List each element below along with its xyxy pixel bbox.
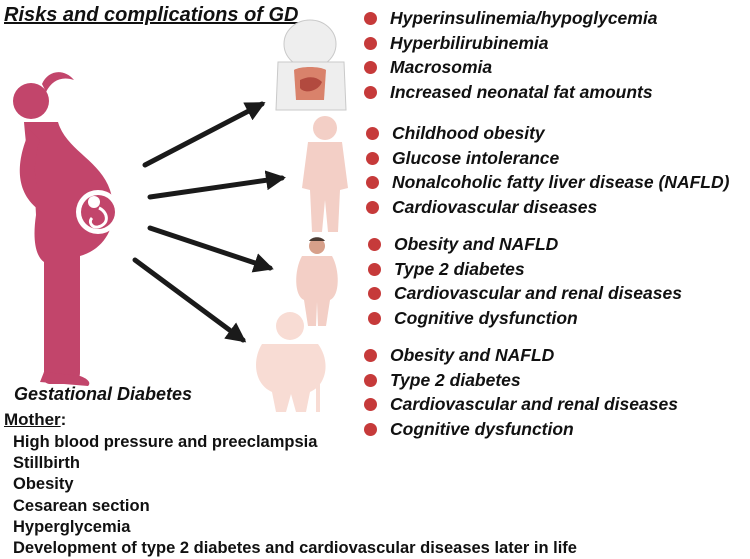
list-item: Hyperglycemia [13, 517, 131, 536]
list-item: Increased neonatal fat amounts [364, 80, 657, 105]
risk-group-childhood: Childhood obesity Glucose intolerance No… [366, 121, 729, 219]
bullet-icon [364, 398, 377, 411]
bullet-icon [364, 36, 377, 50]
fetus-icon [76, 190, 120, 234]
list-item: Cardiovascular diseases [366, 195, 729, 220]
child-icon [302, 116, 348, 232]
bullet-icon [366, 176, 379, 189]
list-item: Childhood obesity [366, 121, 729, 146]
list-item: Development of type 2 diabetes and cardi… [13, 539, 577, 558]
list-item: Obesity and NAFLD [368, 232, 682, 257]
risk-group-adulthood: Obesity and NAFLD Type 2 diabetes Cardio… [368, 232, 682, 330]
pregnant-woman-icon [13, 72, 114, 386]
adult-icon [296, 237, 338, 326]
mother-heading: Mother: [4, 410, 67, 429]
list-item: Glucose intolerance [366, 146, 729, 171]
arrow-icon [132, 101, 286, 343]
elderly-icon [256, 312, 326, 412]
list-item: Cognitive dysfunction [368, 306, 682, 331]
list-item: Hyperinsulinemia/hypoglycemia [364, 6, 657, 31]
bullet-icon [366, 200, 379, 214]
bullet-icon [368, 238, 381, 251]
diagram-title: Risks and complications of GD [4, 4, 299, 26]
bullet-icon [364, 373, 377, 387]
list-item: Obesity and NAFLD [364, 343, 678, 368]
bullet-icon [368, 311, 381, 325]
bullet-icon [364, 12, 377, 25]
infant-icon [275, 19, 347, 111]
list-item: Stillbirth [13, 454, 80, 473]
bullet-icon [366, 127, 379, 140]
bullet-icon [366, 151, 379, 165]
list-item: Cognitive dysfunction [364, 417, 678, 442]
list-item: Obesity [13, 475, 74, 494]
bullet-icon [368, 262, 381, 276]
bullet-icon [364, 422, 377, 436]
bullet-icon [364, 61, 377, 74]
risk-group-neonatal: Hyperinsulinemia/hypoglycemia Hyperbilir… [364, 6, 657, 104]
list-item: Cesarean section [13, 496, 150, 515]
risk-group-late-life: Obesity and NAFLD Type 2 diabetes Cardio… [364, 343, 678, 441]
list-item: Type 2 diabetes [364, 368, 678, 393]
list-item: Cardiovascular and renal diseases [368, 281, 682, 306]
mother-risk-list: High blood pressure and preeclampsia Sti… [4, 432, 577, 559]
mother-section: Mother: High blood pressure and preeclam… [4, 410, 577, 559]
bullet-icon [364, 85, 377, 99]
bullet-icon [368, 287, 381, 300]
gestational-diabetes-label: Gestational Diabetes [14, 384, 193, 404]
list-item: Type 2 diabetes [368, 257, 682, 282]
list-item: Hyperbilirubinemia [364, 31, 657, 56]
list-item: Macrosomia [364, 55, 657, 80]
list-item: Nonalcoholic fatty liver disease (NAFLD) [366, 170, 729, 195]
list-item: High blood pressure and preeclampsia [13, 433, 318, 451]
list-item: Cardiovascular and renal diseases [364, 392, 678, 417]
bullet-icon [364, 349, 377, 362]
